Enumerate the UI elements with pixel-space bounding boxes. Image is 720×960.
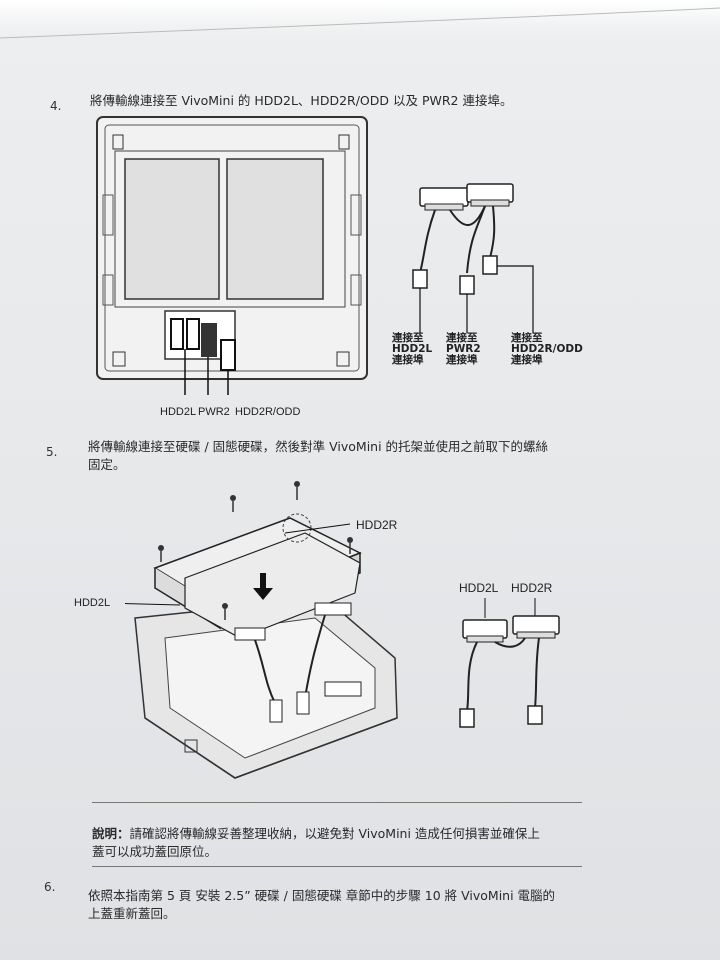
callout-hdd2l-line3: 連接埠	[392, 354, 424, 366]
callout-hdd2r-odd-line3: 連接埠	[511, 354, 543, 366]
page-edge-line	[0, 7, 720, 39]
cable-label-hdd2l: HDD2L	[459, 581, 499, 595]
note-line2: 蓋可以成功蓋回原位。	[92, 844, 218, 859]
step-4-text: 將傳輸線連接至 VivoMini 的 HDD2L、HDD2R/ODD 以及 PW…	[90, 93, 513, 108]
callout-hdd2l: 連接至 HDD2L 連接埠	[392, 333, 432, 366]
callout-hdd2l-line1: 連接至	[392, 332, 424, 344]
note-line1: 說明：請確認將傳輸線妥善整理收納，以避免對 VivoMini 造成任何損害並確保…	[92, 824, 540, 843]
cable-label-hdd2r: HDD2R	[511, 581, 553, 595]
note-text-line1: 請確認將傳輸線妥善整理收納，以避免對 VivoMini 造成任何損害並確保上	[129, 826, 540, 841]
step-4-number: 4.	[50, 99, 62, 113]
callout-hdd2r-odd: 連接至 HDD2R/ODD 連接埠	[511, 333, 583, 366]
figure-cable-diagram	[412, 183, 534, 333]
figure-chassis-top-view	[96, 116, 368, 395]
note-rule-top	[92, 802, 582, 803]
figure2-label-hdd2r: HDD2R	[356, 518, 398, 532]
callout-pwr2-line3: 連接埠	[446, 354, 478, 366]
step-6-number: 6.	[44, 880, 56, 894]
step-5-number: 5.	[46, 445, 58, 459]
callout-pwr2-line1: 連接至	[446, 332, 478, 344]
figure-drive-installation	[125, 481, 398, 779]
note-title: 說明：	[92, 826, 130, 841]
port-label-hdd2r-odd: HDD2R/ODD	[235, 406, 301, 418]
port-label-hdd2l: HDD2L	[160, 406, 197, 418]
step-5-text-line1: 將傳輸線連接至硬碟 / 固態硬碟，然後對準 VivoMini 的托架並使用之前取…	[88, 439, 549, 454]
callout-hdd2r-odd-line1: 連接至	[511, 332, 543, 344]
port-label-pwr2: PWR2	[198, 406, 230, 418]
note-rule-bottom	[92, 866, 582, 867]
figure2-label-hdd2l: HDD2L	[74, 597, 111, 609]
step-6-text-line1: 依照本指南第 5 頁 安裝 2.5” 硬碟 / 固態硬碟 章節中的步驟 10 將…	[88, 888, 556, 903]
callout-hdd2l-line2: HDD2L	[392, 343, 433, 355]
callout-hdd2r-odd-line2: HDD2R/ODD	[511, 343, 583, 355]
figure-two-cables	[459, 598, 560, 728]
step-6-text-line2: 上蓋重新蓋回。	[88, 906, 176, 921]
step-5-text-line2: 固定。	[88, 457, 126, 472]
callout-pwr2: 連接至 PWR2 連接埠	[446, 333, 481, 366]
callout-pwr2-line2: PWR2	[446, 343, 481, 355]
